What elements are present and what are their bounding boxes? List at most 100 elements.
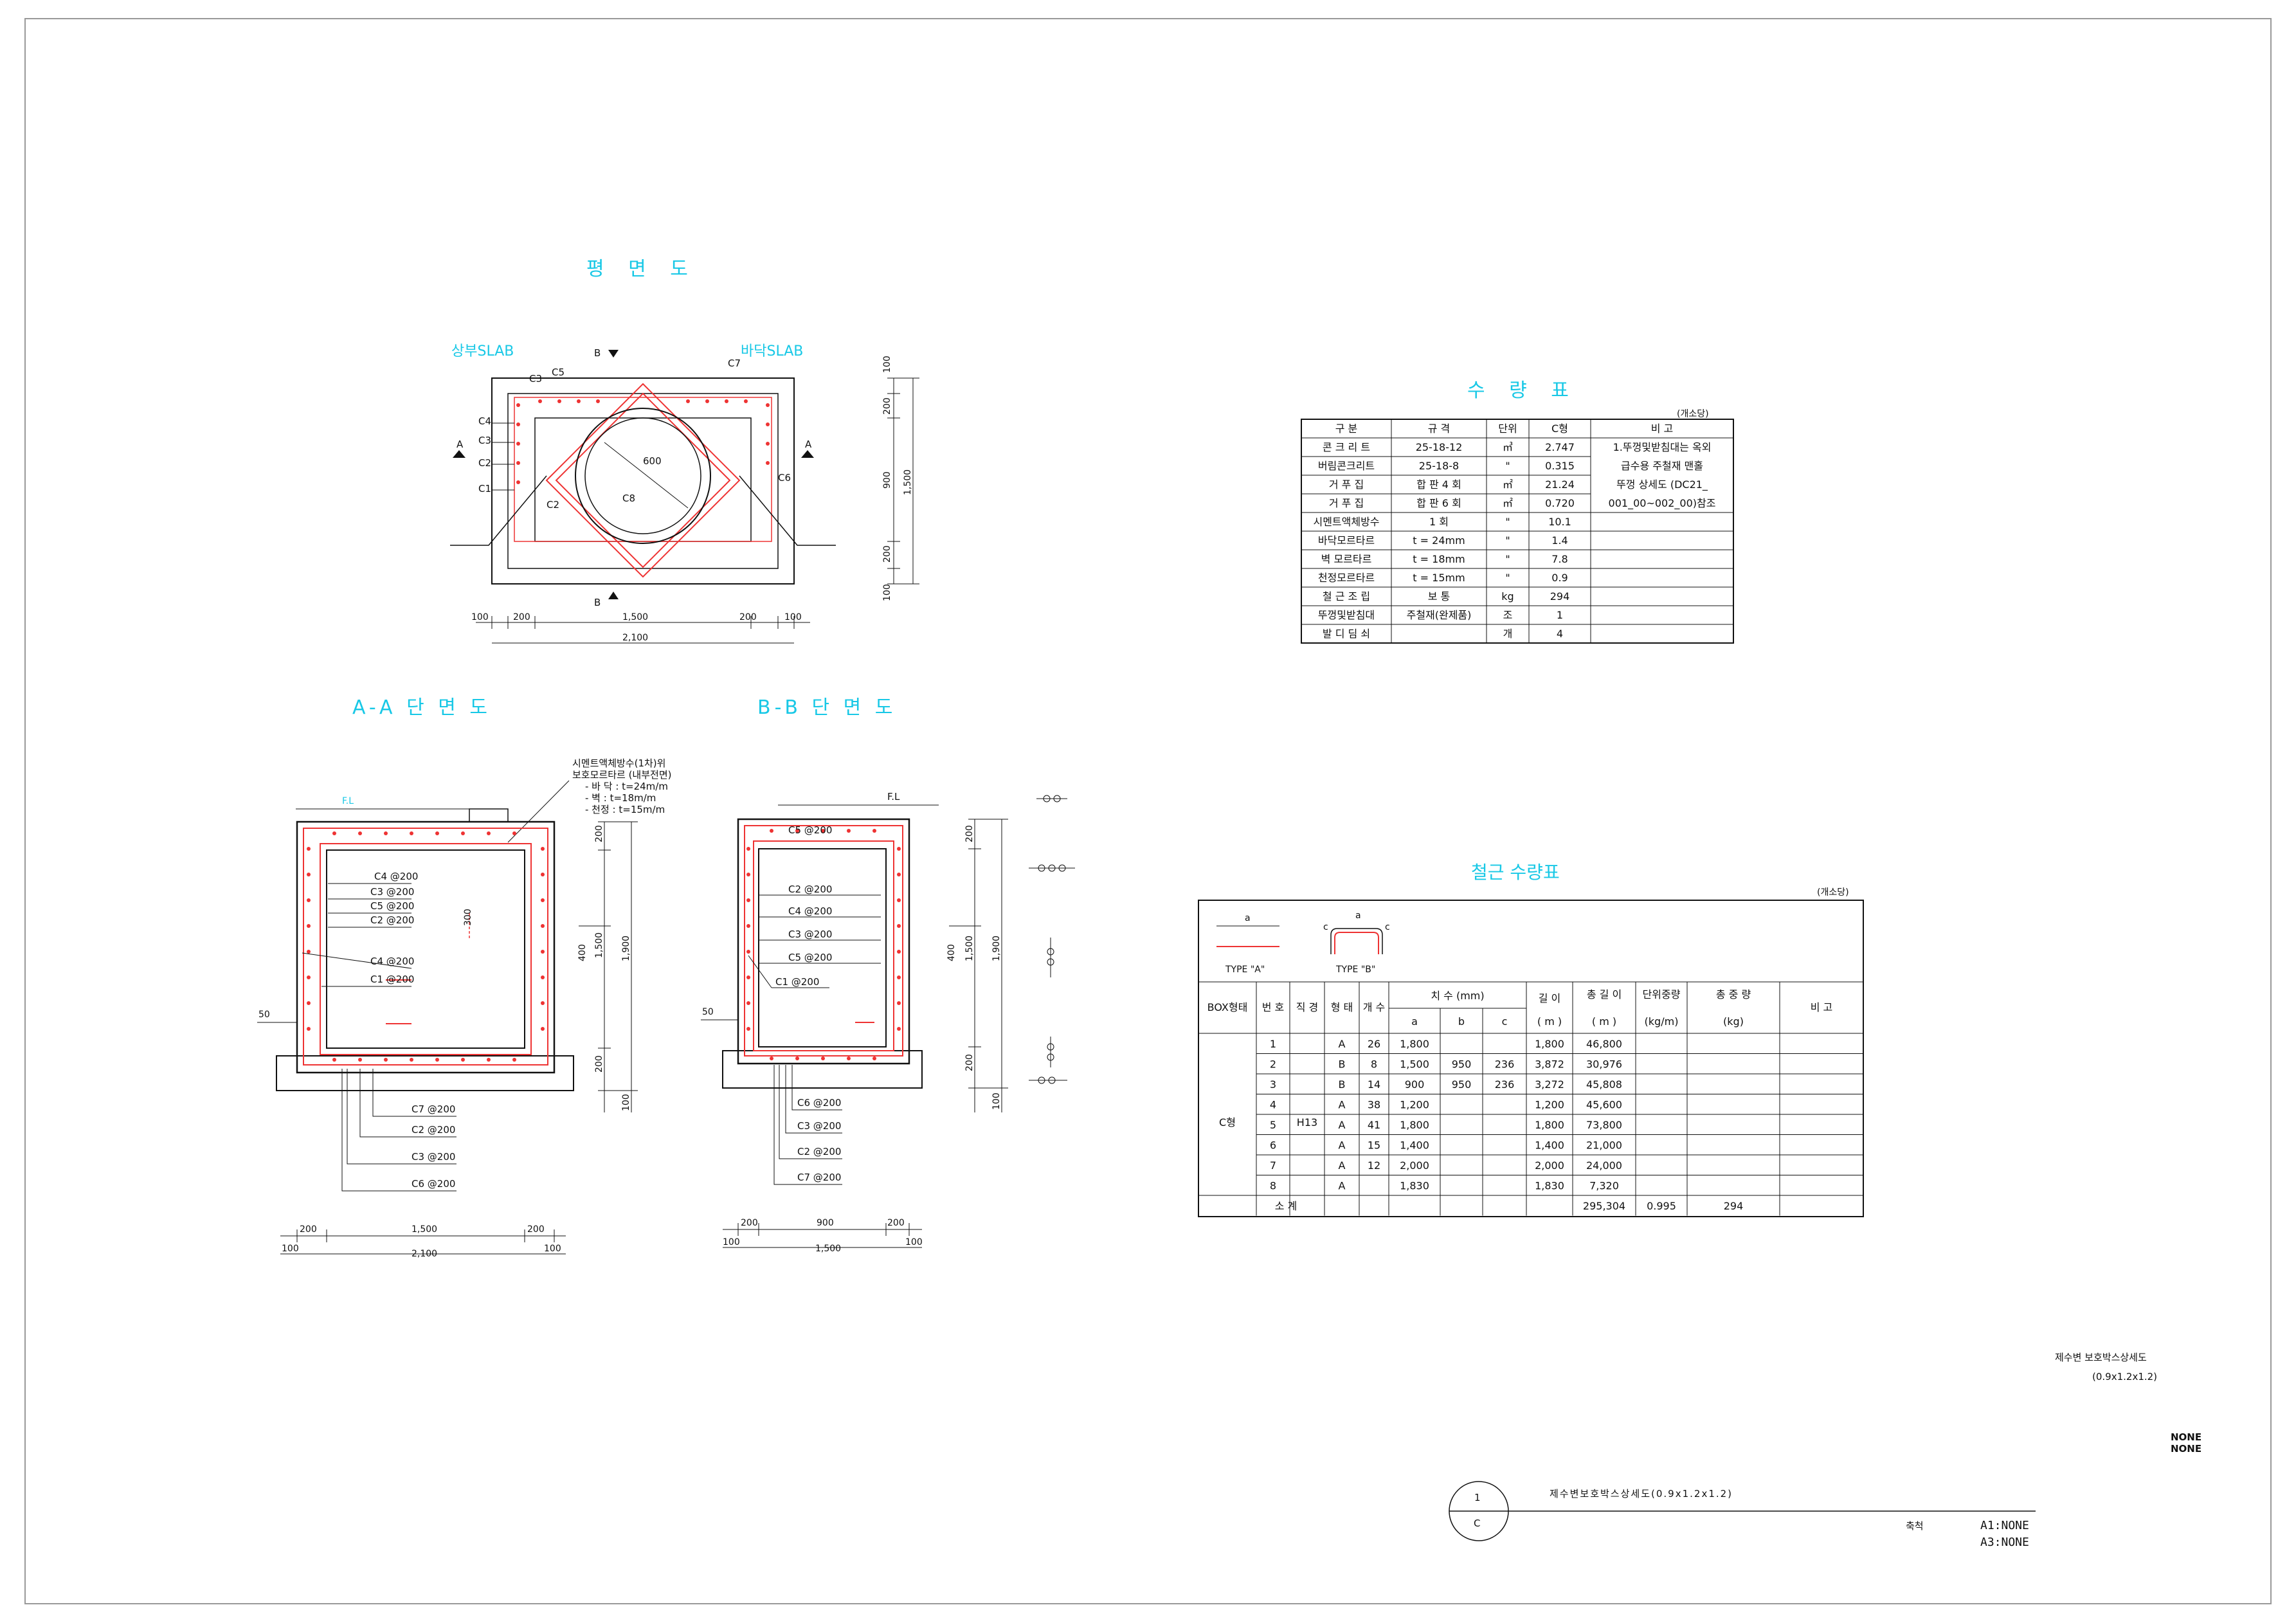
qty-cell: t = 24mm: [1413, 534, 1465, 547]
aa-bar-c3: C3 @200: [370, 886, 414, 898]
quantity-table-unit-note: (개소당): [1677, 409, 1709, 419]
rebar-cell-a: 1,830: [1400, 1180, 1429, 1192]
qty-cell: 7.8: [1551, 553, 1568, 565]
rebar-cell-shape: A: [1339, 1159, 1346, 1172]
qty-cell: 발 디 딤 쇠: [1323, 628, 1370, 640]
bb-bar-c6: C6 @200: [797, 1097, 841, 1109]
plan-section-mark-b-top: B: [594, 347, 601, 359]
qty-cell: t = 15mm: [1413, 572, 1465, 584]
bb-bar-c7: C7 @200: [797, 1172, 841, 1183]
plan-section-mark-b-bottom: B: [594, 597, 601, 608]
rebar-cell-total-length: 24,000: [1586, 1159, 1622, 1172]
rebar-cell-a: 2,000: [1400, 1159, 1429, 1172]
bb-bar-c1: C1 @200: [775, 976, 819, 988]
qty-cell: 거 푸 집: [1329, 497, 1364, 509]
qty-cell: 합 판 4 회: [1416, 478, 1461, 491]
bb-rdim-1500: 1,500: [964, 936, 975, 961]
rebar-header-total-weight: 총 중 량: [1716, 988, 1751, 1001]
plan-bar-c1: C1: [478, 483, 491, 494]
rebar-cell-no: 2: [1270, 1058, 1276, 1071]
qty-cell: 1: [1557, 609, 1563, 621]
plan-rdim-200-top: 200: [882, 397, 892, 415]
rebar-cell-a: 1,800: [1400, 1038, 1429, 1050]
aa-bar-c3-lower: C3 @200: [411, 1151, 455, 1163]
plan-dia-600: 600: [643, 455, 662, 467]
rebar-header-unit-weight: 단위중량: [1643, 988, 1681, 1001]
none-label-1: NONE: [2171, 1431, 2201, 1443]
qty-cell: 합 판 6 회: [1416, 497, 1461, 509]
rebar-cell-count: 38: [1368, 1099, 1380, 1111]
qty-cell: 21.24: [1545, 478, 1575, 491]
plan-bar-c4: C4: [478, 415, 491, 427]
qty-remark: 뚜껑 상세도 (DC21_: [1616, 478, 1708, 491]
type-b-dim-c-left: c: [1323, 922, 1328, 932]
qty-cell: 시멘트액체방수: [1313, 516, 1379, 528]
rebar-diameter: H13: [1297, 1116, 1317, 1129]
qty-remark: 1.뚜껑및받침대는 옥외: [1613, 441, 1712, 453]
qty-header-cell: 구 분: [1335, 422, 1358, 435]
aa-note-line-2: 보호모르타르 (내부전면): [572, 769, 671, 781]
aa-rdim-200-top: 200: [594, 825, 604, 842]
plan-bar-c5: C5: [552, 367, 565, 378]
rebar-cell-count: 26: [1368, 1038, 1380, 1050]
rebar-cell-shape: A: [1339, 1180, 1346, 1192]
scale-label: 축척: [1906, 1520, 1924, 1532]
bb-bdim-200-right: 200: [887, 1218, 905, 1228]
aa-dim-50: 50: [258, 1010, 270, 1020]
plan-rdim-total: 1,500: [903, 469, 913, 495]
rebar-cell-a: 1,800: [1400, 1119, 1429, 1131]
qty-header-cell: 단위: [1498, 422, 1517, 435]
qty-cell: 0.315: [1545, 460, 1575, 472]
aa-note-line-1: 시멘트액체방수(1차)위: [572, 757, 665, 769]
aa-bar-c2-lower: C2 @200: [411, 1124, 455, 1136]
plan-dim-total: 2,100: [622, 633, 648, 643]
qty-header-cell: 규 격: [1428, 422, 1451, 435]
rebar-header-dia: 직 경: [1296, 1001, 1319, 1013]
rebar-cell-no: 8: [1270, 1180, 1276, 1192]
rebar-cell-no: 5: [1270, 1119, 1276, 1131]
rebar-header-total-length: 총 길 이: [1587, 988, 1622, 1001]
rebar-header-length: 길 이: [1539, 992, 1561, 1004]
rebar-sub-length-unit: ( m ): [1537, 1015, 1562, 1028]
qty-cell: 콘 크 리 트: [1323, 441, 1370, 453]
type-b-dim-a: a: [1355, 911, 1361, 921]
qty-cell: 1.4: [1551, 534, 1568, 547]
bb-rdim-1900: 1,900: [991, 936, 1002, 961]
section-bb: B-B 단 면 도 F.L C5 @200 C2 @200 C4 @200 C3…: [701, 696, 1075, 1254]
rebar-total-length: 295,304: [1583, 1200, 1625, 1212]
rebar-cell-total-length: 21,000: [1586, 1139, 1622, 1152]
aa-bdim-1500: 1,500: [411, 1224, 437, 1235]
qty-cell: 25-18-12: [1416, 441, 1463, 453]
bb-bar-c5-top: C5 @200: [788, 824, 832, 836]
rebar-table: 철근 수량표 (개소당) a TYPE "A" a c c TYPE "B" B…: [1198, 862, 1864, 1217]
qty-cell: 4: [1557, 628, 1563, 640]
rebar-cell-no: 6: [1270, 1139, 1276, 1152]
rebar-cell-c: 236: [1495, 1058, 1515, 1071]
aa-bar-c4-top: C4 @200: [374, 871, 418, 882]
rebar-sub-b: b: [1458, 1015, 1465, 1028]
aa-rdim-1500: 1,500: [594, 932, 604, 958]
qty-cell: 벽 모르타르: [1321, 553, 1372, 565]
rebar-cell-total-length: 73,800: [1586, 1119, 1622, 1131]
plan-bar-c2: C2: [478, 457, 491, 469]
qty-cell: 보 통: [1428, 590, 1451, 603]
qty-cell: 10.1: [1548, 516, 1571, 528]
qty-cell: 버림콘크리트: [1318, 460, 1375, 472]
qty-cell: 철 근 조 립: [1323, 590, 1370, 603]
qty-header-cell: C형: [1551, 422, 1568, 435]
scale-a1: A1:NONE: [1980, 1519, 2029, 1532]
aa-rdim-200-bottom: 200: [594, 1055, 604, 1073]
type-b-label: TYPE "B": [1335, 965, 1375, 975]
qty-cell: 0.9: [1551, 572, 1568, 584]
aa-bdim-200-right: 200: [527, 1224, 545, 1235]
plan-section-mark-a-left: A: [456, 439, 464, 450]
rebar-cell-c: 236: [1495, 1078, 1515, 1091]
qty-cell: 294: [1550, 590, 1570, 603]
section-aa: A-A 단 면 도 시멘트액체방수(1차)위 보호모르타르 (내부전면) - 바…: [257, 696, 671, 1259]
rebar-cell-a: 900: [1405, 1078, 1425, 1091]
rebar-cell-length: 1,400: [1535, 1139, 1564, 1152]
rebar-cell-length: 1,830: [1535, 1180, 1564, 1192]
qty-cell: 바닥모르타르: [1318, 534, 1375, 547]
rebar-cell-shape: B: [1339, 1058, 1346, 1071]
